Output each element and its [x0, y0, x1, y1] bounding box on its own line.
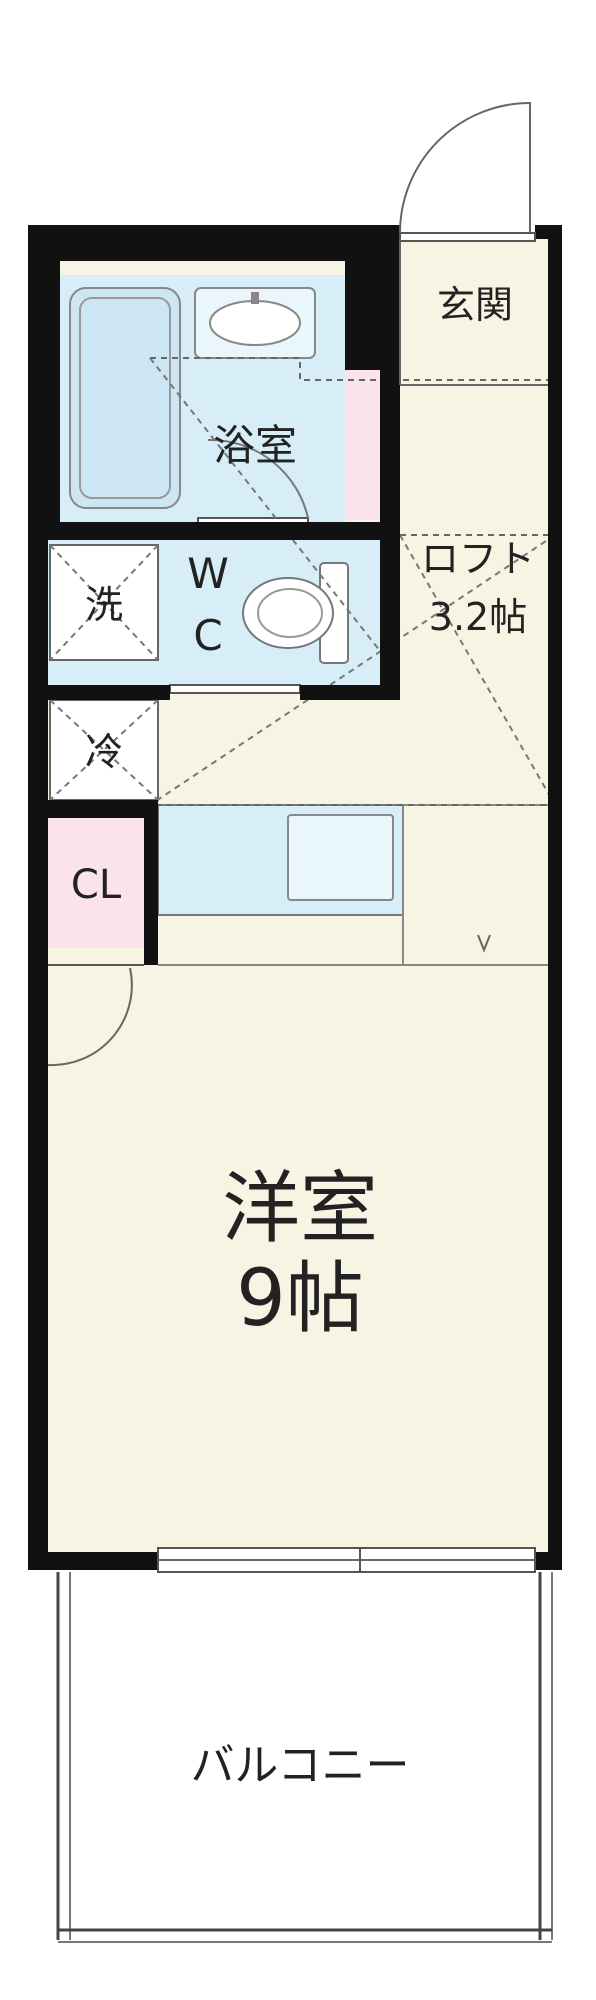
wall-right: [548, 235, 562, 1570]
loft-diagonal: [149, 357, 396, 671]
washer-cross-b: [49, 544, 159, 661]
loft-diagonal-c: [399, 534, 556, 806]
loft-outline: [150, 357, 555, 381]
entrance-door: [399, 232, 536, 242]
door-swing-icon: [47, 967, 133, 1067]
label-wc-w: W: [187, 549, 229, 598]
wall-wc-bottom-b: [300, 685, 400, 700]
label-western-size: 9帖: [236, 1254, 364, 1344]
label-fridge: 冷: [85, 730, 123, 774]
wall-bath-right: [345, 225, 400, 370]
wall-bottom-right: [535, 1552, 562, 1570]
floor-entrance: [400, 235, 555, 385]
wall-bath-right-b: [380, 370, 400, 530]
label-entrance: 玄関: [437, 283, 513, 327]
bathtub-icon: [69, 287, 181, 509]
wall-wc-right: [380, 522, 400, 700]
label-washer: 洗: [85, 583, 123, 627]
loft-diagonal-b: [149, 534, 556, 806]
label-closet: CL: [71, 862, 122, 908]
closet-floor: [48, 818, 144, 948]
entrance-door-swing: [399, 101, 531, 234]
label-balcony: バルコニー: [190, 1740, 409, 1791]
label-loft-name: ロフト: [421, 537, 535, 581]
fridge-cross-a: [49, 699, 159, 801]
bath-door-swing: [207, 438, 309, 519]
fridge-cross-b: [49, 699, 159, 801]
toilet-seat-inner: [257, 588, 323, 638]
wall-left: [28, 225, 48, 1570]
wall-wc-bottom-a: [28, 685, 170, 700]
wall-fridge-bottom: [28, 800, 158, 818]
wall-bath-inner: [48, 261, 60, 531]
label-loft-size: 3.2帖: [429, 595, 527, 639]
label-wc-c: C: [193, 611, 222, 660]
wall-bottom-left: [28, 1552, 158, 1570]
wall-top-left: [28, 225, 400, 261]
counter-extension: [402, 804, 556, 966]
bathtub-inner: [79, 297, 171, 499]
label-western-name: 洋室: [222, 1164, 378, 1254]
wall-closet-right: [144, 800, 158, 965]
label-bath: 浴室: [213, 421, 297, 470]
wall-bath-bottom: [48, 522, 400, 540]
sink-basin: [209, 300, 301, 346]
wc-door: [169, 684, 301, 694]
kitchen-sink-icon: [287, 814, 394, 901]
sink-faucet: [251, 292, 259, 304]
counter-vent-icon: [477, 934, 491, 953]
